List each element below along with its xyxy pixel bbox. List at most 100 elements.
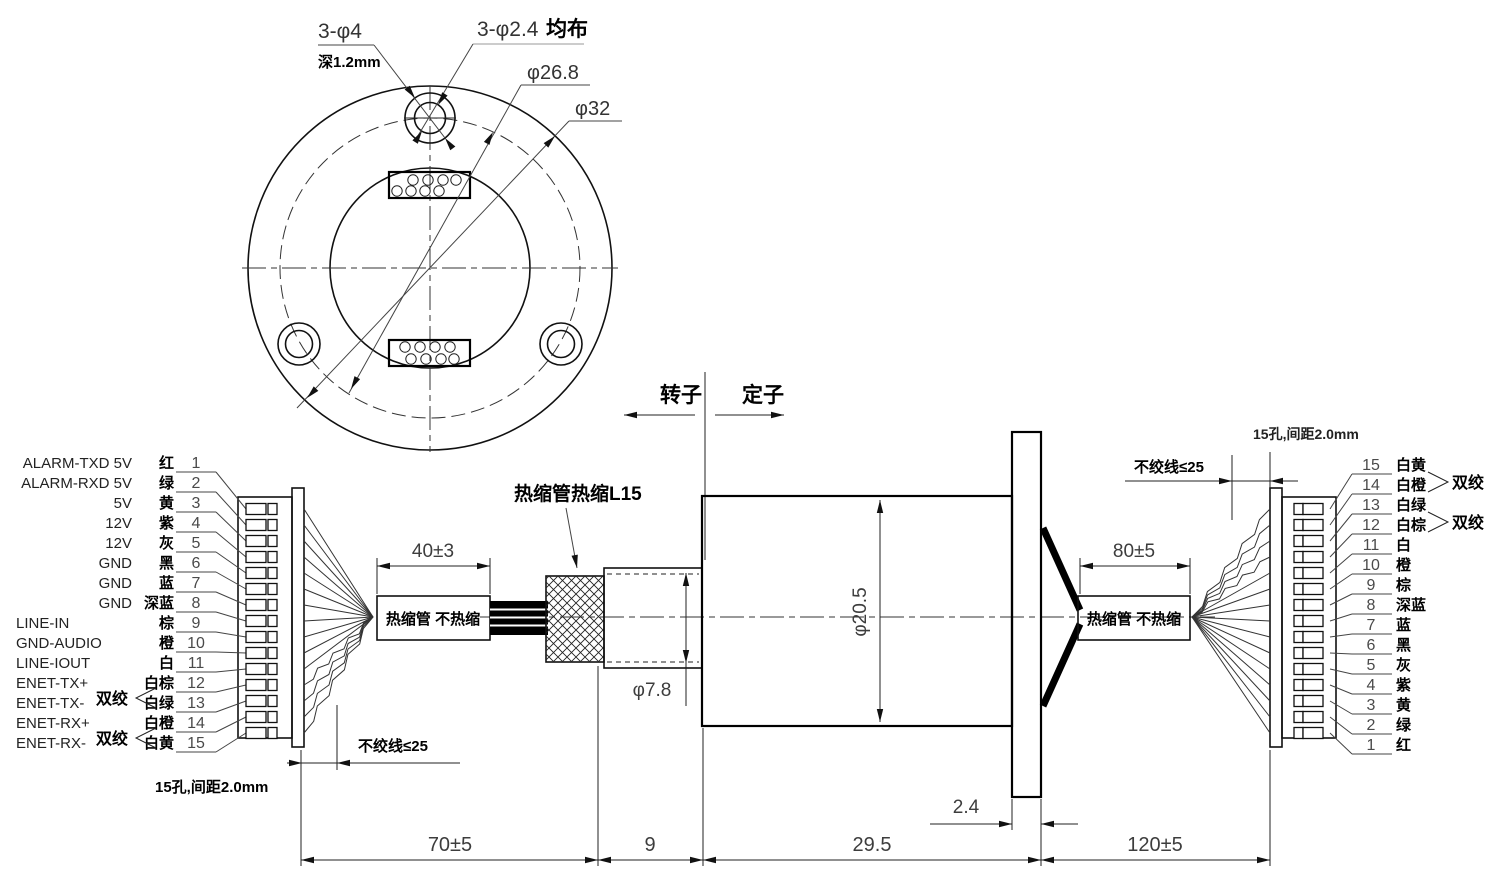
pin-slot xyxy=(1302,646,1324,660)
pin-signal-label: ALARM-TXD 5V xyxy=(23,455,132,472)
wire xyxy=(1191,616,1271,670)
pin-leader-line xyxy=(215,531,247,558)
hole-pitch-note-left: 15孔,间距2.0mm xyxy=(155,778,268,796)
heat-shrink-callout: 热缩管热缩L15 xyxy=(514,482,642,505)
pin-leader-line xyxy=(1329,684,1353,695)
pin-number-label: 12 xyxy=(1362,517,1380,534)
pin-color-label: 白 xyxy=(1396,536,1411,554)
pin-slot xyxy=(1302,550,1324,564)
pin-slot-key xyxy=(1293,694,1304,708)
entry-cylinder xyxy=(603,567,703,669)
pin-leader-line xyxy=(215,631,247,638)
wire xyxy=(1191,616,1271,734)
wire xyxy=(303,616,374,670)
wire xyxy=(1191,572,1271,618)
pin-number-label: 8 xyxy=(1367,597,1376,614)
wire xyxy=(1191,616,1271,686)
wire xyxy=(303,588,374,618)
pin-slot-key xyxy=(267,550,278,564)
pin-slot xyxy=(245,726,267,740)
small-holes-suffix: 均布 xyxy=(546,17,588,41)
dim-chain-body: 29.5 xyxy=(853,834,892,856)
pin-color-label: 黄 xyxy=(1396,696,1411,714)
wire xyxy=(1191,616,1271,654)
pin-leader-line xyxy=(1329,513,1353,542)
pin-signal-label: ALARM-RXD 5V xyxy=(21,475,132,492)
pin-leader-line xyxy=(1329,732,1353,755)
dim-chain-right: 120±5 xyxy=(1127,834,1182,856)
pin-slot xyxy=(245,566,267,580)
pin-number-label: 5 xyxy=(192,535,201,552)
block-pin-hole xyxy=(429,341,441,353)
pin-number-label: 15 xyxy=(1362,457,1380,474)
pin-color-label: 深蓝 xyxy=(1396,596,1426,614)
heat-shrink-callout-leader xyxy=(565,507,578,569)
mount-hole-top xyxy=(404,92,456,144)
wire xyxy=(303,508,374,618)
block-pin-hole xyxy=(419,185,431,197)
wire xyxy=(1191,616,1271,718)
pin-number-label: 2 xyxy=(192,475,201,492)
dim-tube-left xyxy=(376,558,491,594)
dimension-chain xyxy=(300,666,1271,866)
twisted-pair-label: 双绞 xyxy=(1452,513,1484,532)
dim-flange-value: 2.4 xyxy=(953,797,980,818)
exit-wires xyxy=(1039,526,1084,708)
pin-color-label: 棕 xyxy=(1396,576,1411,594)
bolt-circle-dia-label: φ26.8 xyxy=(527,62,579,84)
pin-color-label: 绿 xyxy=(159,474,175,492)
pin-leader-line xyxy=(1329,593,1353,606)
twisted-wire xyxy=(1191,540,1271,618)
block-pin-hole xyxy=(437,174,449,186)
pin-slot-key xyxy=(267,566,278,580)
wire xyxy=(303,540,374,618)
pin-color-label: 白棕 xyxy=(1396,516,1426,534)
pin-leader-line xyxy=(215,651,247,654)
pin-color-label: 白绿 xyxy=(144,694,175,712)
pin-slot xyxy=(245,550,267,564)
pin-slot-key xyxy=(1293,550,1304,564)
pin-color-label: 白棕 xyxy=(144,674,174,692)
pin-slot-key xyxy=(1293,566,1304,580)
pin-slot-key xyxy=(1293,630,1304,644)
small-holes-label: 3-φ2.4 xyxy=(477,18,539,41)
pin-color-label: 白黄 xyxy=(144,734,174,752)
pin-slot-key xyxy=(1293,598,1304,612)
pin-signal-label: GND xyxy=(99,575,133,592)
dim-untwist-right xyxy=(1125,452,1298,520)
dim-untwist-left xyxy=(287,705,460,770)
twisted-wire xyxy=(303,616,374,734)
pin-color-label: 白绿 xyxy=(1396,496,1427,514)
pin-slot-key xyxy=(267,710,278,724)
pin-color-label: 绿 xyxy=(1396,716,1412,734)
pin-number-label: 9 xyxy=(1367,577,1376,594)
pin-number-label: 4 xyxy=(1367,677,1376,694)
pin-number-label: 3 xyxy=(1367,697,1376,714)
pin-color-label: 紫 xyxy=(159,515,174,532)
pin-slot-key xyxy=(267,598,278,612)
dim-tube-left-value: 40±3 xyxy=(412,541,454,562)
pin-number-label: 15 xyxy=(187,735,205,752)
outer-dia-label: φ32 xyxy=(575,98,610,120)
pin-number-label: 6 xyxy=(1367,637,1376,654)
pin-leader-line xyxy=(1329,716,1353,735)
pin-number-label: 7 xyxy=(1367,617,1376,634)
rotor-stator-divider xyxy=(624,372,784,560)
pin-color-label: 黑 xyxy=(159,555,174,572)
pin-leader-line xyxy=(215,551,247,574)
twisted-pair-markers xyxy=(134,471,1450,749)
pin-color-label: 紫 xyxy=(1396,677,1411,694)
pin-slot-key xyxy=(1293,582,1304,596)
pin-number-label: 5 xyxy=(1367,657,1376,674)
pin-slot xyxy=(1302,582,1324,596)
pin-leader-line xyxy=(1329,652,1353,655)
wire xyxy=(303,524,374,618)
pin-color-label: 红 xyxy=(1396,736,1411,754)
pin-number-label: 1 xyxy=(1367,737,1376,754)
untwist-right-label: 不绞线≤25 xyxy=(1134,458,1204,476)
dim-chain-left: 70±5 xyxy=(428,834,472,856)
pin-leader-line xyxy=(215,471,247,510)
wire xyxy=(1191,588,1271,618)
pin-signal-label: LINE-IN xyxy=(16,615,69,632)
dim-flange-thickness xyxy=(930,799,1078,830)
